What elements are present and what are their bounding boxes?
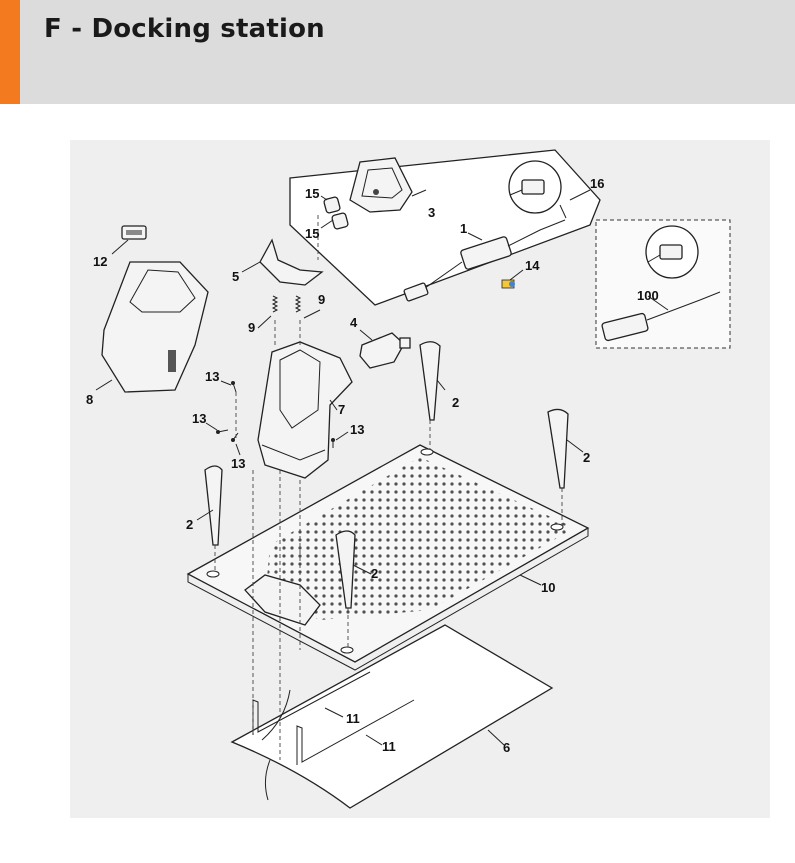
callout-1: 1 xyxy=(460,221,467,236)
callout-13: 13 xyxy=(205,369,219,384)
callout-2: 2 xyxy=(371,566,378,581)
callout-13: 13 xyxy=(192,411,206,426)
callout-5: 5 xyxy=(232,269,239,284)
callout-12: 12 xyxy=(93,254,107,269)
part-8-hood xyxy=(101,261,209,393)
callout-15: 15 xyxy=(305,226,319,241)
callout-9: 9 xyxy=(318,292,325,307)
part-13-screws xyxy=(216,381,335,448)
part-4-connector xyxy=(359,332,411,369)
part-7-housing xyxy=(257,341,353,479)
callout-4: 4 xyxy=(350,315,358,330)
callout-13: 13 xyxy=(231,456,245,471)
exploded-parts-diagram: 1 2 2 2 2 3 4 5 6 7 8 9 9 10 11 11 12 13… xyxy=(70,140,770,818)
callout-8: 8 xyxy=(86,392,93,407)
leader-lines xyxy=(95,189,669,746)
part-100-box xyxy=(595,219,731,349)
callout-2: 2 xyxy=(186,517,193,532)
part-1-power-supply xyxy=(403,219,566,302)
callout-15: 15 xyxy=(305,186,319,201)
alignment-lines xyxy=(214,215,563,760)
callout-6: 6 xyxy=(503,740,510,755)
callout-100: 100 xyxy=(637,288,659,303)
callout-2: 2 xyxy=(452,395,459,410)
callout-13: 13 xyxy=(350,422,364,437)
part-16-connector-detail xyxy=(508,160,567,219)
callout-10: 10 xyxy=(541,580,555,595)
page-title: F - Docking station xyxy=(44,14,325,44)
part-2-pegs xyxy=(204,341,569,609)
page-header: F - Docking station xyxy=(0,0,795,104)
callout-7: 7 xyxy=(338,402,345,417)
callout-11: 11 xyxy=(346,711,360,726)
callout-9: 9 xyxy=(248,320,255,335)
accent-bar xyxy=(0,0,20,104)
callout-2: 2 xyxy=(583,450,590,465)
part-9-springs xyxy=(271,295,302,313)
part-5-clip xyxy=(259,238,324,286)
part-3-cover xyxy=(349,157,413,213)
callout-16: 16 xyxy=(590,176,604,191)
callout-labels: 1 2 2 2 2 3 4 5 6 7 8 9 9 10 11 11 12 13… xyxy=(86,176,659,755)
part-15-caps xyxy=(323,196,349,230)
callout-3: 3 xyxy=(428,205,435,220)
part-6-boundary-wire xyxy=(230,624,554,809)
part-14-label xyxy=(501,279,515,289)
part-12-label xyxy=(121,225,147,240)
callout-14: 14 xyxy=(525,258,540,273)
callout-11: 11 xyxy=(382,739,396,754)
